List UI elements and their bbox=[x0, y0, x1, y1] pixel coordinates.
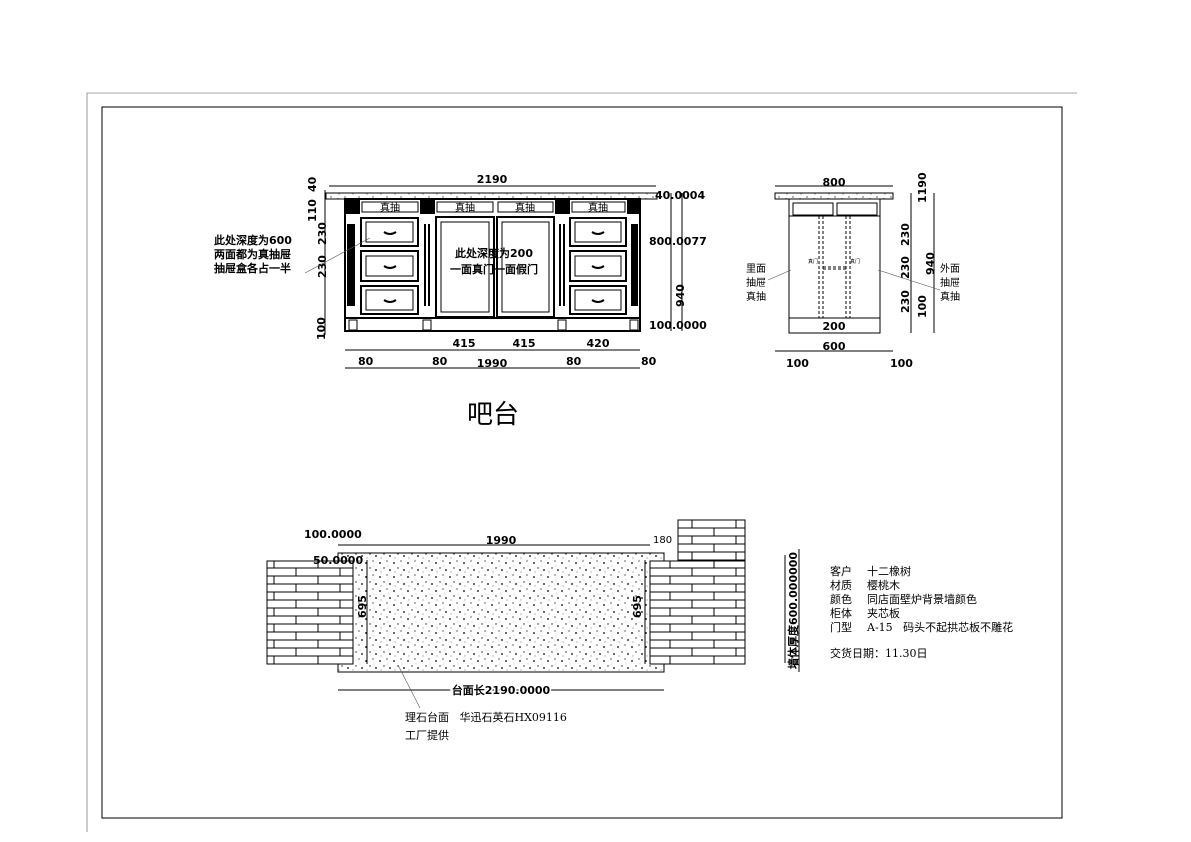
side-body bbox=[788, 198, 881, 334]
spec-label: 门型 bbox=[830, 620, 852, 634]
dim-length: 1990 bbox=[486, 534, 517, 547]
dim-depth-left: 695 bbox=[356, 595, 369, 618]
wall-right bbox=[649, 560, 746, 665]
dim-base: 100 bbox=[315, 317, 328, 340]
small-label: 真门 bbox=[808, 258, 818, 265]
dim-230: 230 bbox=[899, 256, 912, 279]
dim-body: 600 bbox=[823, 340, 846, 353]
spec-value: 樱桃木 bbox=[867, 578, 900, 592]
dim-offset-100: 100.0000 bbox=[304, 528, 362, 541]
top-drawers bbox=[361, 201, 626, 213]
marble-top bbox=[337, 552, 665, 673]
spec-value: 同店面壁炉背景墙颜色 bbox=[867, 592, 977, 606]
note-left: 抽屉盒各占一半 bbox=[214, 261, 291, 275]
dim-180: 180 bbox=[653, 535, 672, 546]
dim-right-top: 40.0004 bbox=[655, 189, 705, 202]
spec-value: A-15 码头不起拱芯板不雕花 bbox=[866, 620, 1013, 634]
dim-top-drawer: 110 bbox=[306, 199, 319, 222]
spec-block: 客户 十二橡树 材质 樱桃木 颜色 同店面壁炉背景墙颜色 柜体 夹芯板 门型 A… bbox=[830, 564, 1013, 660]
note-right: 外面 bbox=[940, 263, 960, 275]
dim-top: 1190 bbox=[916, 172, 929, 203]
wall-left bbox=[266, 560, 354, 665]
columns bbox=[345, 200, 640, 331]
note-left: 抽屉 bbox=[746, 276, 766, 289]
dim-right-total: 940 bbox=[674, 284, 687, 307]
dim-drawer-width: 420 bbox=[587, 337, 610, 350]
drawer-label: 真抽 bbox=[588, 201, 608, 214]
drawer-label: 真抽 bbox=[380, 201, 400, 214]
dim-230: 230 bbox=[899, 290, 912, 313]
spec-value: 十二橡树 bbox=[867, 564, 911, 578]
drawer-label: 真抽 bbox=[455, 201, 475, 214]
drawing-frame bbox=[101, 106, 1063, 819]
dim-offset-50: 50.0000 bbox=[313, 554, 363, 567]
dim-body-width: 1990 bbox=[477, 357, 508, 370]
dim-column: 80 bbox=[432, 355, 448, 368]
spec-value: 夹芯板 bbox=[867, 606, 900, 620]
dim-depth-right: 695 bbox=[631, 595, 644, 618]
drawers bbox=[360, 216, 627, 318]
dim-230: 230 bbox=[899, 223, 912, 246]
dim-inner: 200 bbox=[823, 320, 846, 333]
dim-column: 80 bbox=[566, 355, 582, 368]
handle-icons bbox=[383, 231, 605, 303]
marble-note: 工厂提供 bbox=[405, 728, 449, 742]
dim-drawer: 230 bbox=[316, 222, 329, 245]
small-label: 真门 bbox=[850, 258, 860, 265]
plan-view: 1990 180 100.0000 50.0000 695 695 台面长219… bbox=[266, 519, 800, 742]
wall-label: 墙体厚度600.000000 bbox=[786, 552, 800, 669]
cabinet-body bbox=[344, 198, 641, 332]
side-elevation: 真门 真门 800 1190 230 230 230 100 940 200 6… bbox=[746, 172, 960, 370]
dim-top: 40 bbox=[306, 176, 319, 192]
drawer-label: 真抽 bbox=[515, 201, 535, 214]
dim-total: 940 bbox=[924, 252, 937, 275]
note-left: 里面 bbox=[746, 263, 766, 275]
note-right: 抽屉 bbox=[940, 276, 960, 289]
dim-right-mid: 800.0077 bbox=[649, 235, 707, 248]
dim-right: 100 bbox=[890, 357, 913, 370]
spec-label: 材质 bbox=[830, 578, 852, 592]
note-left: 两面都为真抽屉 bbox=[214, 247, 291, 261]
spec-label: 柜体 bbox=[830, 606, 852, 620]
dim-total-width: 2190 bbox=[477, 173, 508, 186]
dim-door: 415 bbox=[513, 337, 536, 350]
note-center: 一面真门一面假门 bbox=[450, 262, 538, 276]
panel-insets bbox=[365, 221, 622, 313]
note-center: 此处深度为200 bbox=[455, 246, 533, 260]
dim-door: 415 bbox=[453, 337, 476, 350]
dim-column: 80 bbox=[358, 355, 374, 368]
dim-left: 100 bbox=[786, 357, 809, 370]
drawing-title: 吧台 bbox=[467, 400, 519, 430]
note-right: 真抽 bbox=[940, 290, 960, 303]
delivery-date: 交货日期：11.30日 bbox=[830, 646, 928, 660]
spec-label: 客户 bbox=[830, 564, 852, 578]
dim-column: 80 bbox=[641, 355, 657, 368]
marble-note: 理石台面 华迅石英石HX09116 bbox=[405, 710, 567, 724]
spec-label: 颜色 bbox=[830, 592, 852, 606]
dim-top-width: 800 bbox=[823, 176, 846, 189]
countertop-side bbox=[774, 192, 894, 200]
dim-drawer: 230 bbox=[316, 255, 329, 278]
sheet-border bbox=[86, 92, 1077, 832]
dim-right-base: 100.0000 bbox=[649, 319, 707, 332]
note-left: 真抽 bbox=[746, 290, 766, 303]
dim-100: 100 bbox=[916, 295, 929, 318]
front-elevation: 真抽 真抽 真抽 真抽 2190 40 110 230 230 100 40.0… bbox=[214, 173, 707, 370]
note-left: 此处深度为600 bbox=[214, 233, 292, 247]
dim-top-length: 台面长2190.0000 bbox=[452, 683, 551, 697]
wall-right-upper bbox=[677, 519, 746, 562]
